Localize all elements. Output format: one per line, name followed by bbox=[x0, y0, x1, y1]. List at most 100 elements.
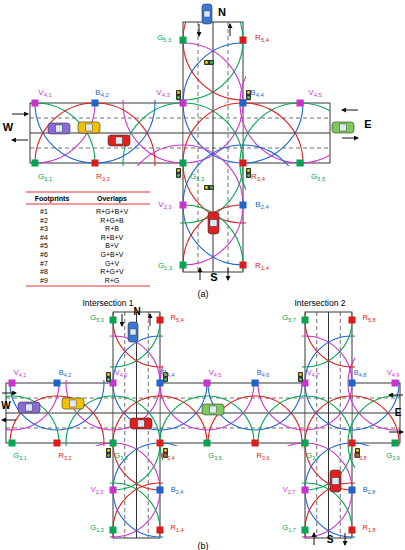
unit-letter: V bbox=[158, 200, 163, 209]
coverage-arc bbox=[66, 396, 160, 490]
coverage-arc bbox=[123, 0, 243, 100]
direction-arrow-group bbox=[2, 24, 403, 545]
table-cell: Overlaps bbox=[97, 195, 127, 202]
table-cell: #2 bbox=[40, 216, 48, 223]
car-body bbox=[330, 470, 341, 492]
unit-label: G5,3 bbox=[90, 314, 103, 322]
car-body bbox=[202, 404, 224, 415]
road-horizontal bbox=[30, 103, 330, 163]
rsu-marker bbox=[180, 202, 187, 209]
coverage-arc bbox=[0, 396, 59, 490]
unit-label: B4,4 bbox=[250, 89, 263, 97]
coverage-arc bbox=[160, 396, 254, 490]
traffic-lamp bbox=[247, 91, 250, 94]
unit-letter: R bbox=[354, 451, 359, 460]
unit-label: V4,1 bbox=[14, 369, 27, 377]
unit-label: R3,2 bbox=[96, 173, 110, 181]
traffic-light bbox=[106, 372, 111, 382]
unit-label: G3,3 bbox=[190, 173, 204, 181]
unit-letter: R bbox=[257, 451, 262, 460]
unit-index: 2,4 bbox=[261, 204, 269, 210]
direction-arrow bbox=[230, 24, 231, 36]
traffic-lamp bbox=[177, 91, 180, 94]
unit-index: 3,3 bbox=[196, 176, 204, 182]
direction-letter: W bbox=[1, 401, 10, 411]
unit-label: B2,4 bbox=[171, 486, 184, 494]
unit-label: G3,7 bbox=[306, 452, 319, 460]
unit-letter: V bbox=[308, 88, 313, 97]
unit-label: B2,8 bbox=[363, 486, 376, 494]
unit-letter: G bbox=[114, 451, 120, 460]
direction-letter: N bbox=[218, 7, 226, 18]
unit-label: V4,1 bbox=[38, 89, 51, 97]
unit-label: G3,1 bbox=[38, 173, 52, 181]
intersection-panel bbox=[0, 0, 360, 325]
lane-line bbox=[213, 22, 214, 272]
unit-letter: R bbox=[171, 313, 176, 322]
unit-letter: V bbox=[115, 368, 120, 377]
unit-letter: B bbox=[257, 368, 262, 377]
rsu-marker bbox=[252, 440, 259, 447]
unit-letter: R bbox=[162, 451, 167, 460]
rsu-marker bbox=[32, 160, 39, 167]
unit-label: G5,3 bbox=[157, 34, 171, 42]
unit-label: R1,4 bbox=[255, 262, 269, 270]
direction-arrow bbox=[2, 393, 16, 394]
unit-label: R3,8 bbox=[354, 452, 367, 460]
car-body bbox=[18, 402, 40, 413]
unit-index: 3,7 bbox=[312, 455, 320, 461]
rsu-marker bbox=[9, 440, 16, 447]
unit-letter: R bbox=[251, 172, 257, 181]
unit-letter: B bbox=[255, 200, 260, 209]
unit-label: R3,4 bbox=[162, 452, 175, 460]
intersection-title: Intersection 1 bbox=[82, 299, 133, 308]
rsu-marker bbox=[180, 100, 187, 107]
unit-label: B4,6 bbox=[257, 369, 270, 377]
direction-letter: N bbox=[133, 307, 140, 317]
car-body bbox=[128, 322, 138, 342]
car-window bbox=[138, 420, 145, 427]
rsu-marker bbox=[204, 440, 211, 447]
unit-index: 4,9 bbox=[392, 372, 400, 378]
direction-arrow bbox=[389, 432, 403, 433]
unit-index: 2,3 bbox=[164, 204, 172, 210]
unit-index: 4,2 bbox=[64, 372, 72, 378]
traffic-light bbox=[246, 168, 251, 178]
unit-index: 1,3 bbox=[96, 527, 104, 533]
unit-index: 3,6 bbox=[262, 455, 270, 461]
unit-letter: G bbox=[157, 33, 163, 42]
traffic-lamp bbox=[205, 61, 208, 64]
footprint-group bbox=[0, 273, 405, 550]
coverage-arc bbox=[113, 336, 207, 430]
unit-index: 1,4 bbox=[261, 265, 269, 271]
coverage-arc bbox=[10, 396, 104, 490]
table-cell: R+B bbox=[105, 225, 119, 232]
direction-arrow bbox=[12, 114, 28, 115]
traffic-light bbox=[106, 448, 111, 458]
rsu-marker bbox=[110, 317, 117, 324]
traffic-light bbox=[298, 372, 303, 382]
footprint-group bbox=[0, 0, 360, 325]
traffic-lamp bbox=[210, 61, 213, 64]
unit-label: B4,4 bbox=[162, 369, 175, 377]
table-cell: #5 bbox=[40, 242, 48, 249]
table-cell: #4 bbox=[40, 233, 48, 240]
road-vertical bbox=[183, 22, 243, 272]
unit-letter: V bbox=[14, 368, 19, 377]
unit-letter: V bbox=[91, 485, 96, 494]
unit-index: 5,3 bbox=[96, 317, 104, 323]
unit-label: R5,4 bbox=[255, 34, 269, 42]
unit-index: 5,8 bbox=[368, 317, 376, 323]
rsu-marker bbox=[302, 487, 309, 494]
traffic-lamp bbox=[205, 186, 208, 189]
unit-letter: G bbox=[38, 172, 44, 181]
unit-label: G3,1 bbox=[13, 452, 26, 460]
car-body bbox=[208, 212, 219, 234]
traffic-lamp bbox=[177, 174, 180, 177]
rsu-marker bbox=[392, 380, 399, 387]
direction-letter: S bbox=[327, 535, 334, 545]
unit-label: R3,2 bbox=[59, 452, 72, 460]
rsu-marker bbox=[180, 37, 187, 44]
direction-letter: S bbox=[210, 272, 217, 283]
